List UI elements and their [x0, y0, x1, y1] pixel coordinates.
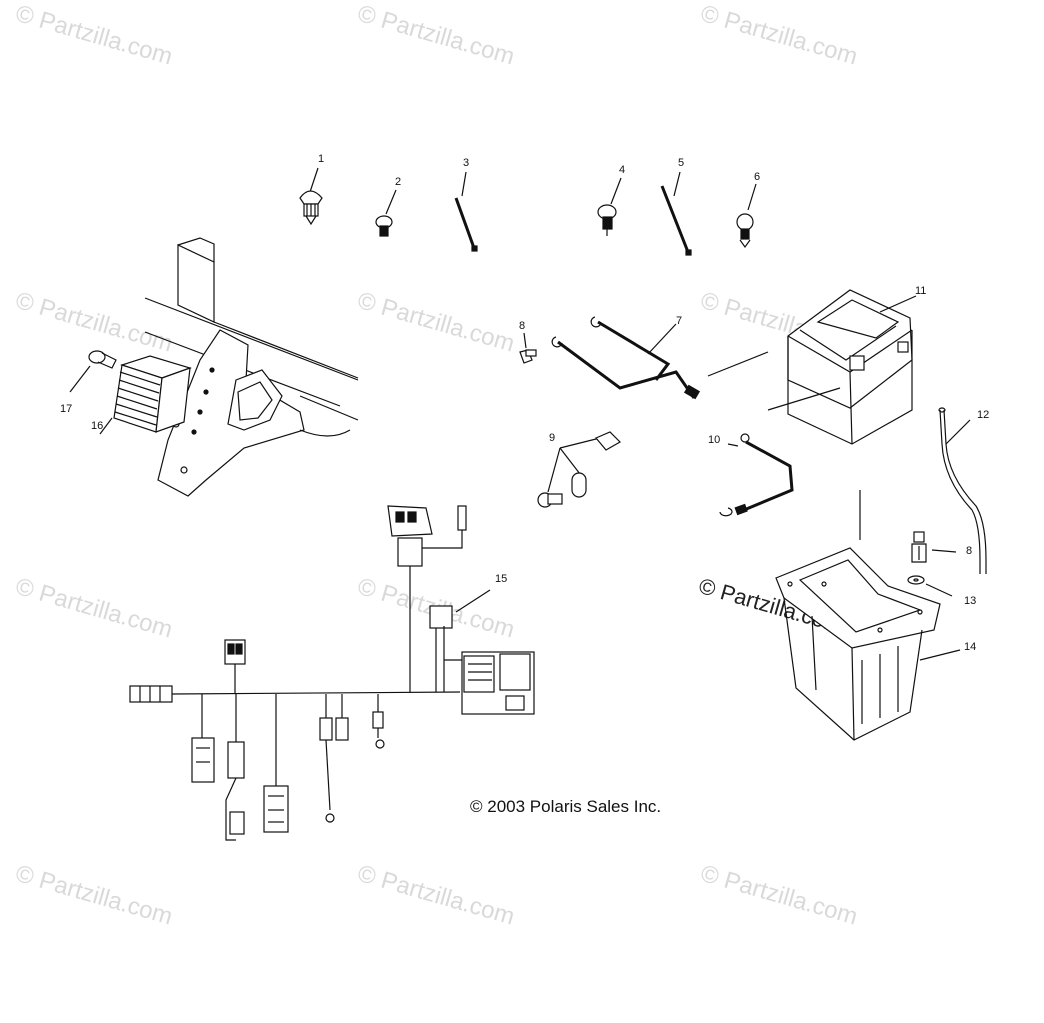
part-4-clip-drawing [597, 177, 622, 236]
part-1-clip-drawing [299, 167, 323, 226]
callout-15: 15 [495, 573, 508, 585]
callout-9: 9 [549, 432, 556, 444]
part-5-cable-tie-drawing [660, 171, 692, 256]
part-3-cable-tie-drawing [454, 171, 478, 252]
part-2-clip-drawing [375, 189, 397, 237]
part-15-leader [455, 589, 491, 613]
part-10-cable-drawing [719, 433, 794, 517]
callout-14: 14 [964, 641, 977, 653]
part-9-hardware-drawing [537, 431, 621, 508]
part-7-cable-drawing [551, 316, 769, 400]
callout-6: 6 [754, 171, 761, 183]
callout-17: 17 [60, 403, 73, 415]
wiring-harness-drawing [129, 505, 535, 841]
callout-7: 7 [676, 315, 683, 327]
part-6-clip-drawing [736, 183, 757, 249]
callout-8: 8 [519, 320, 526, 332]
part-13-washer-drawing [907, 575, 953, 597]
frame-bracket-drawing [144, 237, 359, 497]
callout-10: 10 [708, 434, 721, 446]
callout-4: 4 [619, 164, 626, 176]
part-16-module-drawing [99, 355, 192, 435]
callout-3: 3 [463, 157, 470, 169]
callout-11: 11 [915, 285, 927, 297]
callout-13: 13 [964, 595, 977, 607]
part-12-vent-tube-drawing [938, 407, 987, 574]
callout-5: 5 [678, 157, 685, 169]
part-17-bolt-drawing [69, 350, 117, 393]
callout-1: 1 [318, 153, 325, 165]
part-14-battery-box-drawing [775, 547, 961, 741]
callout-16: 16 [91, 420, 104, 432]
part-8-bolt-lower-drawing [911, 531, 957, 563]
callout-8-lower: 8 [966, 545, 973, 557]
part-8-bolt-upper-drawing [519, 332, 537, 364]
callout-2: 2 [395, 176, 402, 188]
copyright-text: © 2003 Polaris Sales Inc. [470, 797, 662, 816]
part-11-battery-drawing [767, 289, 917, 540]
callout-12: 12 [977, 409, 990, 421]
